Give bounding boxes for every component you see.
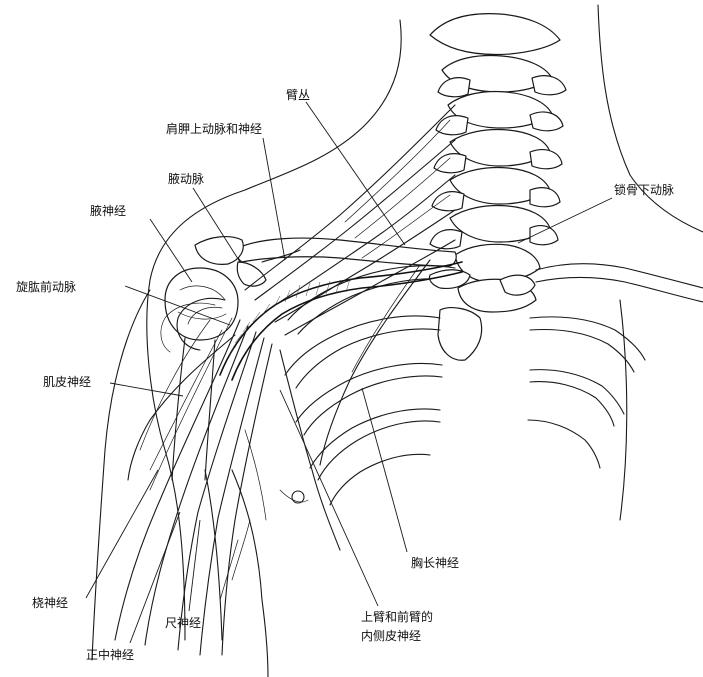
leader-medial-cutaneous [279,389,379,607]
label-axillary-nerve: 腋神经 [90,203,126,218]
leader-median-nerve [129,511,181,644]
label-long-thoracic-nerve: 胸长神经 [411,555,459,570]
leader-lines [85,101,613,644]
ribs [284,263,703,506]
label-ulnar-nerve: 尺神经 [165,616,201,630]
leader-radial-nerve [85,469,159,599]
leader-ulnar-nerve [188,519,201,612]
label-subclavian-artery: 锁骨下动脉 [614,182,674,197]
leader-brachial-plexus [305,101,406,246]
plexus-bundle [114,104,463,656]
leader-circumflex-artery [124,285,231,326]
leader-long-thoracic [361,387,408,553]
label-axillary-artery: 腋动脉 [168,171,204,186]
leader-musculocutaneous [109,382,184,397]
label-suprascapular-artery-nerve: 肩胛上动脉和神经 [166,121,262,136]
shoulder-bones [164,235,536,481]
label-anterior-circumflex-humeral-artery: 旋肱前动脉 [16,279,76,294]
leader-suprascapular [262,137,286,261]
label-musculocutaneous-nerve: 肌皮神经 [43,375,91,389]
label-median-nerve: 正中神经 [86,647,134,662]
leader-axillary-artery [192,187,241,263]
label-radial-nerve: 桡神经 [32,595,68,610]
labels: 臂丛 肩胛上动脉和神经 腋动脉 腋神经 锁骨下动脉 旋肱前动脉 肌皮神经 胸长神… [16,88,674,662]
chest-surface [219,429,309,601]
leader-axillary-nerve [149,218,193,283]
label-medial-cutaneous-line1: 上臂和前臂的 [361,609,433,624]
body-outline [91,4,703,677]
cervical-vertebrae [429,13,567,250]
thoracic-spine [437,243,541,361]
leader-subclavian-artery [517,197,613,244]
label-brachial-plexus: 臂丛 [286,88,310,102]
label-medial-cutaneous-line2: 内侧皮神经 [361,629,421,643]
